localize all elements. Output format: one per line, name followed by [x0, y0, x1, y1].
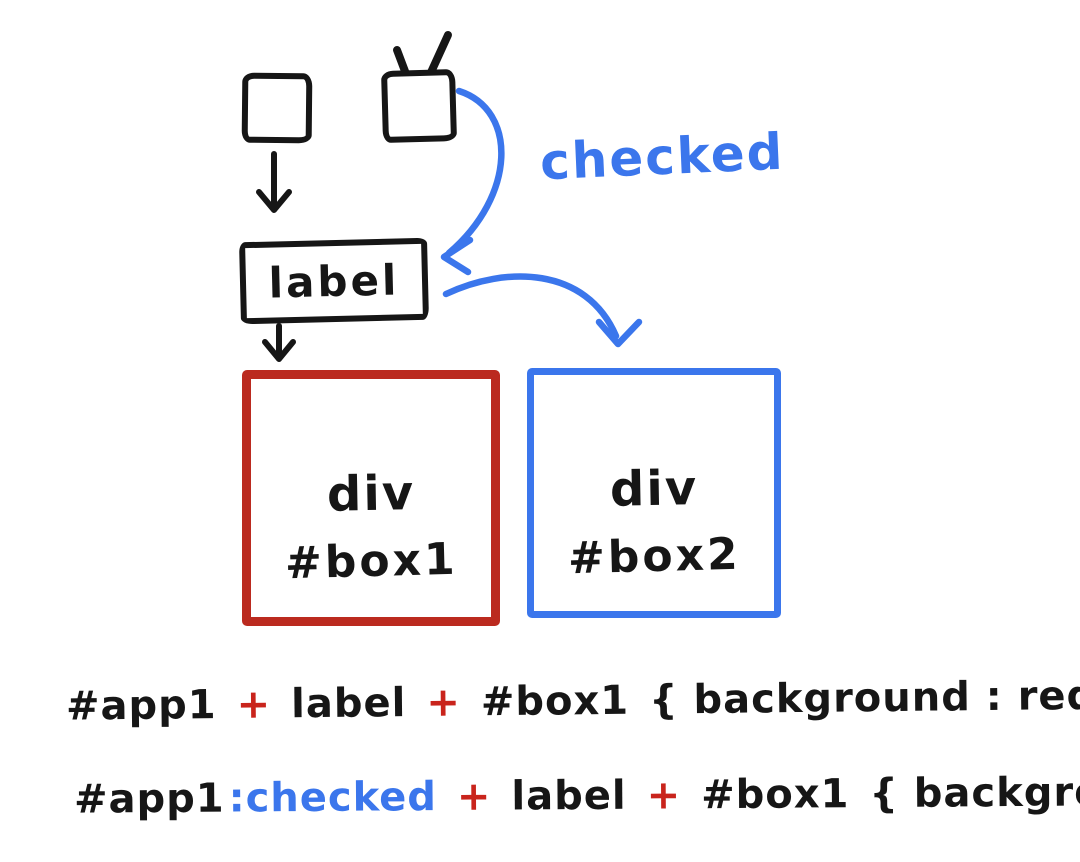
rule2-selector-app1: #app1: [73, 775, 225, 823]
rule2-plus-1: +: [456, 773, 492, 820]
rule1-declaration: { background : red;}: [648, 672, 1080, 724]
rule1-plus-2: +: [426, 679, 462, 726]
label-box-text: label: [268, 254, 400, 308]
css-rule-line-2: #app1 :checked + label + #box1 { backgro…: [74, 767, 1080, 822]
label-box: label: [239, 237, 429, 325]
box1-red: div #box1: [242, 370, 500, 626]
rule2-checked-pseudo: :checked: [228, 774, 438, 822]
checkbox-checked-icon: [381, 68, 457, 144]
rule2-selector-group: #app1 :checked: [74, 774, 437, 823]
css-rule-line-1: #app1 + label + #box1 { background : red…: [66, 672, 1080, 729]
rule1-selector-app1: #app1: [65, 682, 217, 730]
rule1-label: label: [290, 680, 407, 728]
box1-id: #box1: [284, 533, 458, 589]
checked-annotation: checked: [538, 122, 786, 192]
checkbox-unchecked-icon: [241, 72, 313, 144]
box2-blue: div #box2: [527, 368, 781, 618]
arrow-checkbox-to-label-icon: [256, 151, 292, 213]
rule2-declaration: { background : blue;}: [869, 767, 1080, 818]
rule2-label: label: [511, 772, 627, 820]
box2-id: #box2: [567, 528, 741, 584]
rule2-selector-box1: #box1: [700, 771, 850, 819]
rule1-plus-1: +: [236, 681, 272, 728]
rule2-plus-2: +: [646, 772, 682, 819]
arrow-label-to-box1-icon: [262, 323, 296, 362]
box2-tag: div: [609, 459, 699, 518]
rule1-selector-box1: #box1: [480, 677, 630, 726]
curved-arrow-label-to-box2-icon: [442, 273, 643, 348]
box1-tag: div: [326, 464, 416, 523]
